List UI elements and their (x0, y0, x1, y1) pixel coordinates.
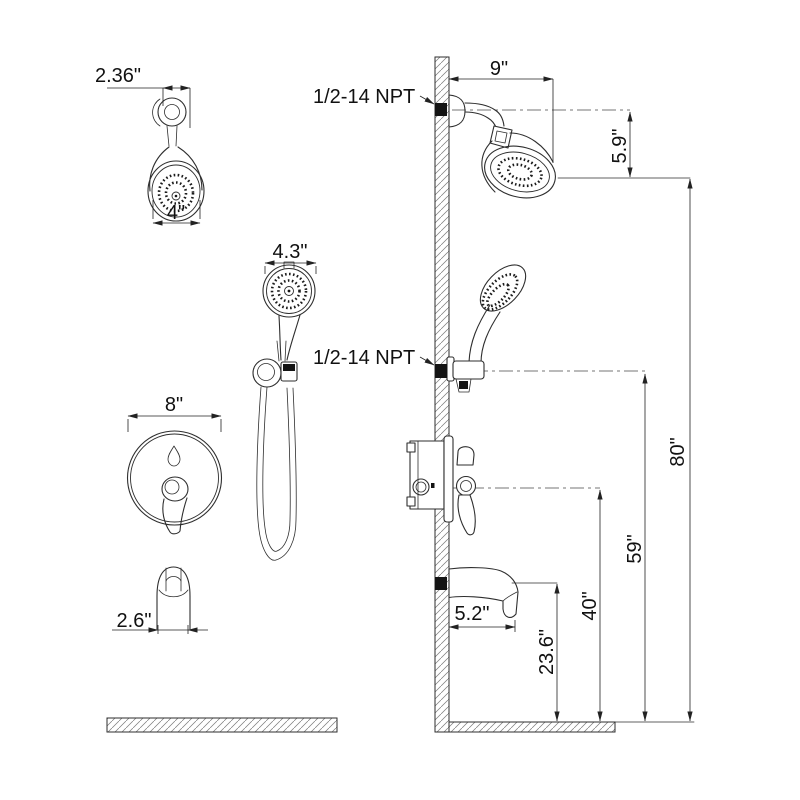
dim-overall-height-label: 80" (667, 437, 689, 466)
valve-lever-side (457, 494, 476, 536)
shower-hose (256, 386, 297, 561)
installed-shower-head (435, 94, 630, 199)
dim-spout-width-label: 2.6" (117, 610, 152, 632)
dim-valve-height: 40" (579, 489, 603, 722)
npt-hand-label: 1/2-14 NPT (313, 347, 415, 369)
dim-holder-height-label: 59" (624, 534, 646, 563)
dim-spout-width: 2.6" (112, 610, 208, 634)
dim-overall-height: 80" (667, 178, 693, 722)
arm-escutcheon (448, 94, 466, 128)
installed-hand-shower (435, 264, 645, 393)
dim-hand-width: 4.3" (264, 241, 317, 274)
dim-arm-reach-label: 9" (490, 58, 508, 80)
dim-holder-height: 59" (624, 373, 648, 722)
dim-valve-height-label: 40" (579, 591, 601, 620)
npt-fitting-hand-shower (435, 364, 447, 378)
dim-head-width-label: 4" (167, 202, 185, 224)
installed-valve (406, 435, 600, 536)
handle-hub (455, 475, 477, 497)
label-npt-arm: 1/2-14 NPT (313, 86, 435, 108)
dim-hand-width-label: 4.3" (273, 241, 308, 263)
dim-head-offset: 2.36" (95, 65, 191, 128)
dim-trim-diameter: 8" (127, 394, 222, 432)
valve-lever (162, 497, 188, 535)
dim-spout-reach-label: 5.2" (455, 603, 490, 625)
hand-shower-front (252, 261, 316, 561)
dim-spout-reach: 5.2" (448, 603, 516, 632)
rough-in-valve-body (409, 440, 445, 510)
installed-tub-spout (435, 567, 519, 618)
tub-spout-front (156, 566, 191, 630)
floor-section-right (448, 721, 695, 733)
wall-section (434, 56, 450, 733)
diverter-knob (456, 446, 475, 466)
npt-fitting-arm (435, 103, 447, 116)
label-npt-hand: 1/2-14 NPT (313, 347, 435, 369)
floor-section-left (106, 717, 338, 733)
valve-escutcheon (443, 435, 454, 523)
dim-head-width: 4" (152, 200, 201, 226)
npt-hand-leader (419, 356, 435, 366)
dim-spout-height: 23.6" (511, 582, 560, 722)
dim-head-drop-label: 5.9" (609, 129, 631, 164)
npt-arm-leader (419, 95, 435, 105)
dim-trim-diameter-label: 8" (165, 394, 183, 416)
dim-arm-reach: 9" (448, 58, 554, 163)
ball-joint (489, 125, 513, 149)
npt-arm-label: 1/2-14 NPT (313, 86, 415, 108)
dim-head-offset-label: 2.36" (95, 65, 141, 87)
npt-fitting-spout (435, 577, 447, 590)
valve-trim-front (126, 430, 223, 535)
wall-holder (452, 360, 485, 380)
temperature-drop-icon (167, 445, 181, 467)
dim-spout-height-label: 23.6" (536, 629, 558, 675)
dim-head-drop: 5.9" (557, 111, 691, 179)
